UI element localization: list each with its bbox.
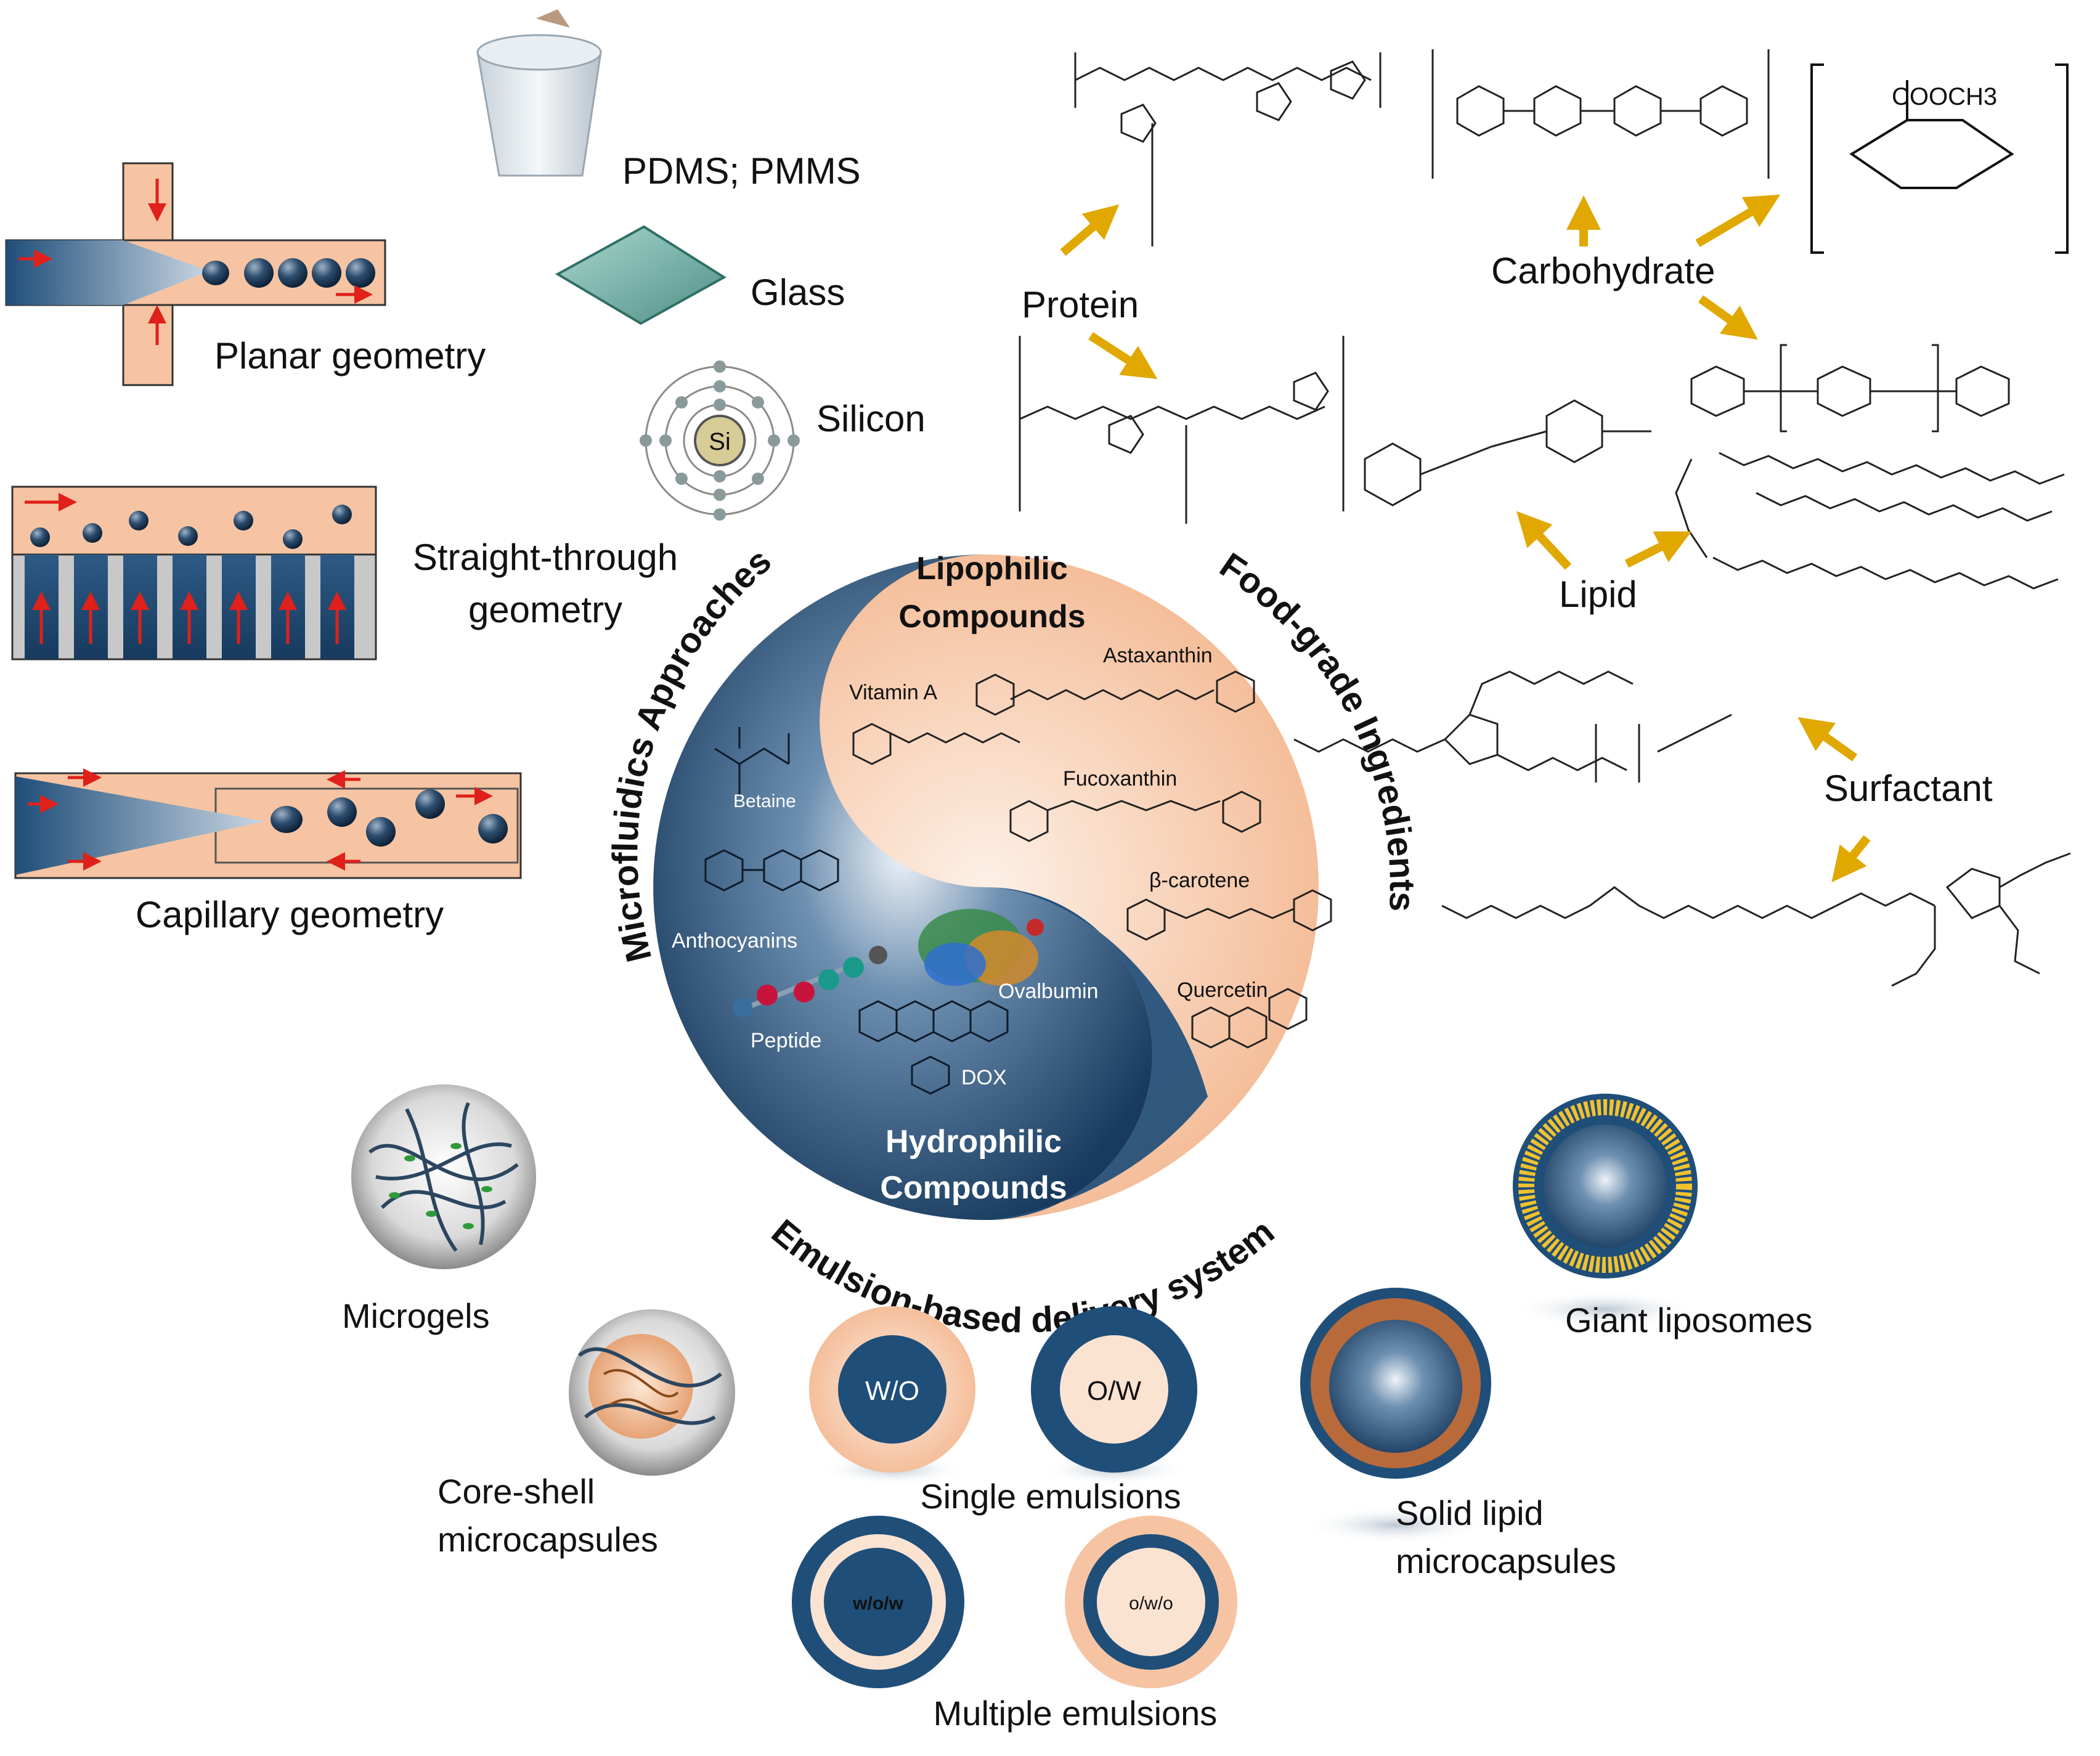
straight-through-label-2: geometry [468,589,622,630]
betaine-structure [714,727,790,795]
planar-geometry-device [5,162,386,386]
owo-label: o/w/o [1129,1593,1173,1614]
lipid-label: Lipid [1559,574,1637,615]
span-structure [1441,852,2071,987]
dox-structure [858,1000,1009,1095]
silicon-atom-image [640,360,800,521]
microgels-label: Microgels [342,1296,490,1335]
peptide-label: Peptide [751,1029,821,1052]
beta-carotene-structure [1126,889,1332,941]
glass-slide-image [555,225,726,325]
wo-emulsion [809,1306,975,1485]
lipophilic-title-2: Compounds [898,599,1085,635]
carbohydrate-label: Carbohydrate [1491,250,1715,291]
straight-through-label-1: Straight-through [413,537,678,578]
solid-lipid-label-1: Solid lipid [1396,1494,1544,1532]
multiple-emulsions-label: Multiple emulsions [934,1694,1218,1733]
quercetin-label: Quercetin [1177,978,1268,1002]
fucoxanthin-label: Fucoxanthin [1063,767,1177,791]
cooch3-label: COOCH3 [1892,83,1997,110]
glass-label: Glass [751,272,845,313]
capillary-geometry-label: Capillary geometry [136,894,444,935]
solid-lipid-microcapsule [1300,1288,1491,1543]
anthocyanins-label: Anthocyanins [672,929,797,953]
wow-emulsion [792,1516,964,1688]
wo-label: W/O [865,1376,919,1406]
hydrophilic-title-1: Hydrophilic [885,1124,1062,1160]
vitamin-a-structure [852,723,1020,765]
ovalbumin-label: Ovalbumin [998,980,1099,1003]
core-shell-label-1: Core-shell [437,1472,595,1511]
fucoxanthin-structure [1009,791,1261,842]
owo-emulsion [1065,1516,1237,1688]
lipid-structure [1675,452,2065,590]
ow-emulsion [1031,1306,1197,1485]
dox-label: DOX [961,1066,1007,1089]
protein-structure-2 [1019,336,1345,524]
hydrophilic-lower-lobe [986,887,1208,1220]
beta-carotene-label: β-carotene [1149,869,1250,892]
anthocyanin-structure [704,849,839,892]
silicon-symbol: Si [709,428,731,455]
silicon-label: Silicon [816,398,926,439]
quercetin-structure [1191,988,1308,1049]
giant-liposome [1513,1094,1698,1328]
protein-label: Protein [1022,284,1139,325]
astaxanthin-label: Astaxanthin [1103,644,1213,667]
hydrazone-structure [1364,399,1651,506]
single-emulsions-label: Single emulsions [920,1477,1181,1516]
pdms-cup-image [476,9,602,177]
hydrophilic-half [653,555,1152,1220]
astaxanthin-structure [975,670,1255,716]
surfactant-label: Surfactant [1824,768,1993,809]
chitosan-structure [1690,344,2010,433]
wow-label: w/o/w [852,1593,903,1614]
core-shell-label-2: microcapsules [437,1520,658,1559]
pectin-structure [1810,63,2069,254]
protein-structure-1 [1074,52,1382,246]
central-yin-yang [653,555,1319,1220]
core-shell-sphere [569,1309,735,1476]
solid-lipid-label-2: microcapsules [1396,1542,1616,1580]
lipophilic-title-1: Lipophilic [916,551,1068,587]
straight-through-device [11,486,377,661]
ovalbumin-structure [918,909,1044,986]
ingredient-arrows [1060,194,1871,882]
vitamin-a-label: Vitamin A [849,681,937,704]
hydrophilic-title-2: Compounds [880,1170,1067,1206]
arc-emulsion-based-delivery: Emulsion-based delivery system [764,1211,1282,1340]
tween-structure [1293,670,1732,782]
microgel-sphere [351,1084,536,1269]
carbohydrate-chain-structure [1431,49,1770,179]
peptide-chain [733,946,887,1017]
betaine-label: Betaine [733,791,796,811]
pdms-pmms-label: PDMS; PMMS [622,150,861,192]
ow-label: O/W [1087,1376,1141,1406]
capillary-device [14,768,522,879]
giant-liposomes-label: Giant liposomes [1565,1301,1813,1339]
planar-geometry-label: Planar geometry [214,335,486,376]
